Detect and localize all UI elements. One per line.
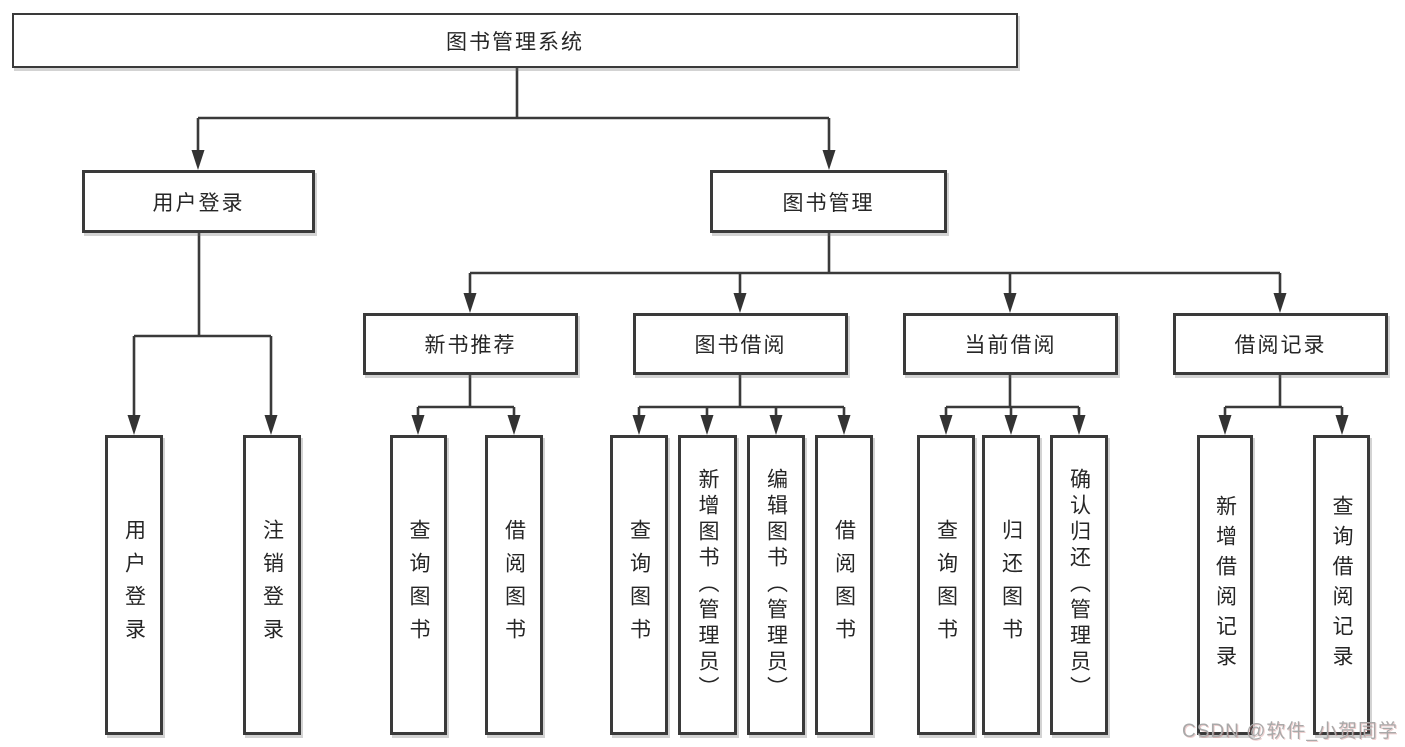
leaf-current-return-books: 归还图书 [982,435,1040,735]
leaf-borrow-borrow-books: 借阅图书 [815,435,873,735]
arrow-down-icon [837,415,851,435]
leaf-logout: 注销登录 [243,435,301,735]
arrow-down-icon [700,415,714,435]
watermark: CSDN @软件_小贺同学 [1182,721,1398,742]
arrow-down-icon [939,415,953,435]
node-book-borrowing: 图书借阅 [633,313,848,375]
arrowheads [127,150,1349,435]
arrow-down-icon [1003,293,1017,313]
arrow-down-icon [769,415,783,435]
arrow-down-icon [1072,415,1086,435]
leaf-borrow-query-books: 查询图书 [610,435,668,735]
arrow-down-icon [632,415,646,435]
arrow-down-icon [411,415,425,435]
arrow-down-icon [733,293,747,313]
leaf-borrow-edit-books-admin: 编辑图书（管理员） [747,435,805,735]
arrow-down-icon [127,415,141,435]
leaf-current-confirm-return-admin: 确认归还（管理员） [1050,435,1108,735]
arrow-down-icon [1218,415,1232,435]
node-new-book-recommendation: 新书推荐 [363,313,578,375]
node-book-management: 图书管理 [710,170,947,233]
leaf-borrow-add-books-admin: 新增图书（管理员） [678,435,737,735]
leaf-current-query-books: 查询图书 [917,435,975,735]
node-user-login: 用户登录 [82,170,315,233]
node-borrowing-records: 借阅记录 [1173,313,1388,375]
arrow-down-icon [1335,415,1349,435]
leaf-newbook-query-books: 查询图书 [390,435,447,735]
connector-path [132,68,1344,417]
leaf-newbook-borrow-books: 借阅图书 [485,435,543,735]
arrow-down-icon [822,150,836,170]
arrow-down-icon [191,150,205,170]
arrow-down-icon [1273,293,1287,313]
leaf-records-query-borrow-record: 查询借阅记录 [1313,435,1370,735]
arrow-down-icon [264,415,278,435]
node-library-management-system: 图书管理系统 [12,13,1018,68]
leaf-records-add-borrow-record: 新增借阅记录 [1197,435,1253,735]
leaf-user-login: 用户登录 [105,435,163,735]
arrow-down-icon [507,415,521,435]
arrow-down-icon [1004,415,1018,435]
node-current-borrowing: 当前借阅 [903,313,1118,375]
arrow-down-icon [463,293,477,313]
